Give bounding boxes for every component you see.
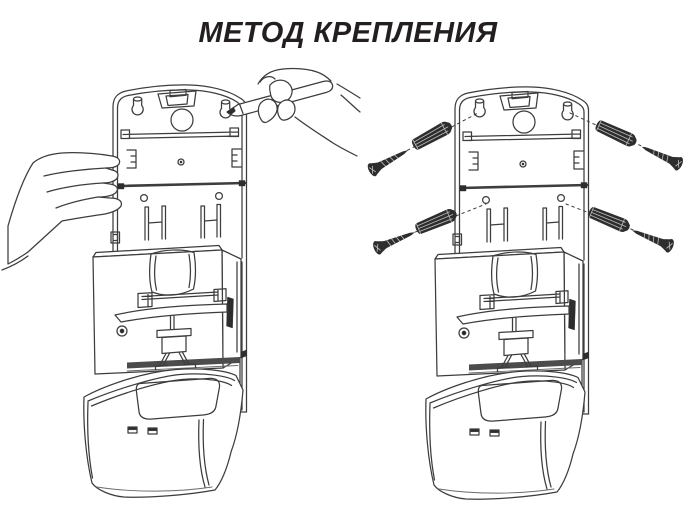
pressing-hand-icon [1,152,123,271]
screw-icon [638,140,685,172]
screw-icon [371,225,418,257]
wall-anchor-icon [586,204,633,235]
screw-icon [365,143,412,178]
wall-anchor-icon [593,118,639,150]
pencil-hand-icon [226,68,361,157]
page-title: МЕТОД КРЕПЛЕНИЯ [198,17,497,49]
dispenser-illustration [82,83,248,499]
wall-anchor-icon [413,206,460,237]
wall-anchor-icon [409,118,455,152]
dispenser-illustration [424,85,590,501]
figure-mark-holes [1,68,361,499]
figure-insert-screws [365,85,685,501]
screw-icon [629,223,676,255]
